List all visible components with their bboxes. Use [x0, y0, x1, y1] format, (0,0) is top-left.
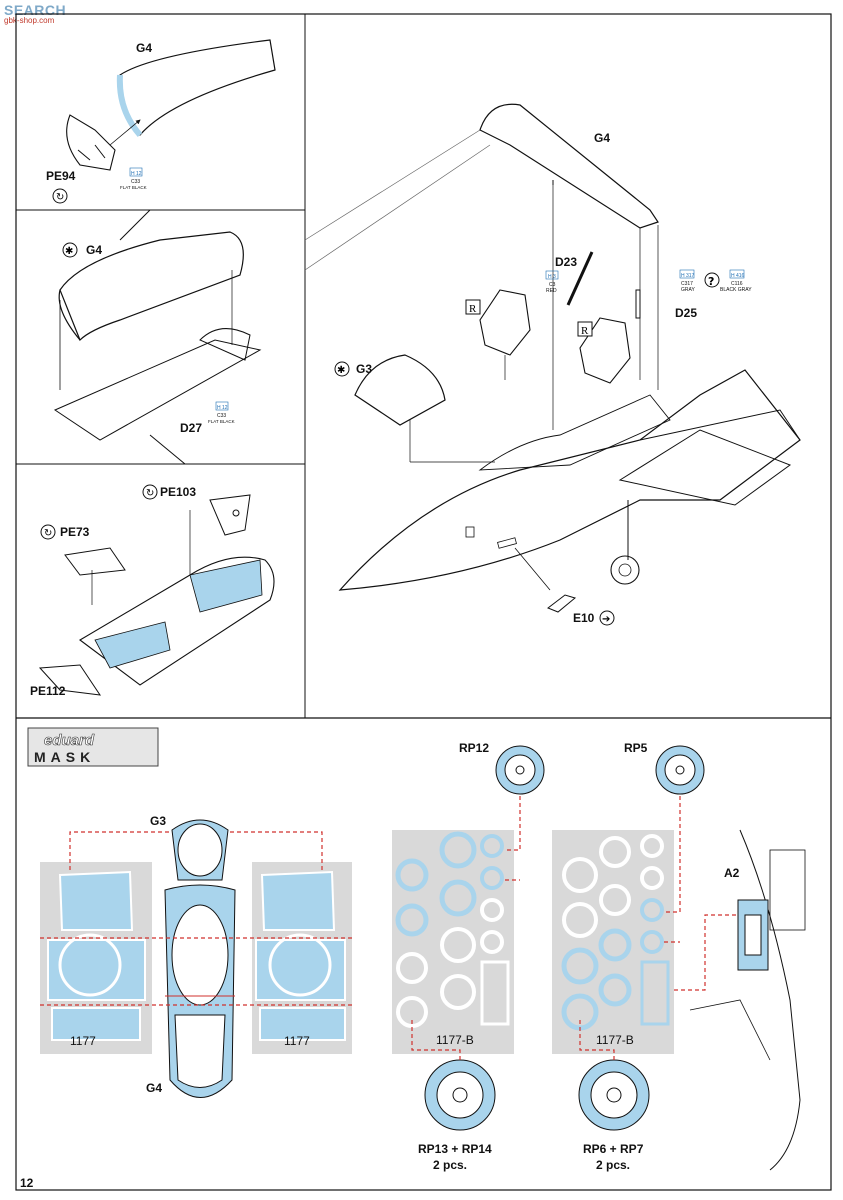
bend-icon-pe103: ↻ [142, 484, 158, 500]
svg-text:✱: ✱ [65, 246, 73, 257]
star-icon: ✱ [62, 242, 78, 258]
svg-text:↻: ↻ [56, 192, 64, 203]
label-pe112: PE112 [30, 684, 66, 698]
svg-text:FLAT BLACK: FLAT BLACK [120, 185, 147, 190]
paint-code-flat-black-1: H 12 C33 FLAT BLACK [120, 167, 147, 190]
mask-sheet-1177b-b: 1177-B [552, 830, 674, 1054]
page-number: 12 [20, 1176, 34, 1190]
zoom-line-1 [304, 129, 481, 241]
svg-text:R: R [469, 303, 477, 315]
svg-text:H 416: H 416 [731, 273, 745, 279]
svg-text:BLACK GRAY: BLACK GRAY [720, 287, 752, 293]
wheel-rp6-7 [578, 1059, 650, 1131]
svg-text:FLAT BLACK: FLAT BLACK [208, 419, 235, 424]
paint-code-red: H 3 C3 RED [545, 270, 559, 294]
label-mask-g3: G3 [150, 814, 166, 828]
flip-icon-e10: ➔ [599, 610, 615, 626]
inset-cockpit-sill [38, 494, 275, 696]
paint-code-flat-black-2: H 12 C33 FLAT BLACK [208, 401, 235, 424]
label-g4-b: G4 [86, 243, 102, 257]
label-g4-main: G4 [594, 131, 610, 145]
svg-text:H 12: H 12 [131, 171, 142, 177]
svg-text:➔: ➔ [602, 614, 610, 625]
windscreen-g3 [354, 354, 495, 463]
part-a2 [689, 829, 806, 1171]
rev-mark-1: R [465, 299, 481, 315]
inset-canopy-rear [66, 39, 276, 171]
svg-text:GRAY: GRAY [681, 287, 695, 293]
star-icon-g3: ✱ [334, 361, 350, 377]
svg-text:R: R [581, 325, 589, 337]
svg-text:✱: ✱ [337, 365, 345, 376]
page-frame [15, 13, 832, 1191]
canopy-top-view [164, 819, 236, 1098]
inset-canopy-open [53, 231, 262, 441]
svg-text:1177-B: 1177-B [596, 1033, 634, 1047]
guide-lines-wheels [411, 796, 740, 1062]
seat-rear [579, 317, 631, 384]
part-d23 [566, 251, 594, 306]
callout-pointer-2 [149, 434, 200, 465]
guide-lines-canopy [40, 831, 352, 1006]
svg-text:H 3: H 3 [548, 274, 556, 280]
svg-text:C317: C317 [681, 281, 693, 287]
svg-text:1177: 1177 [70, 1034, 96, 1048]
label-g4: G4 [136, 41, 152, 55]
svg-text:↻: ↻ [146, 488, 154, 499]
svg-text:H 317: H 317 [681, 273, 695, 279]
svg-text:C116: C116 [731, 281, 743, 287]
wheel-rp13-14 [424, 1059, 496, 1131]
label-d27: D27 [180, 421, 202, 435]
label-d23: D23 [555, 255, 577, 269]
label-rp5: RP5 [624, 741, 648, 755]
mask-sheet-left: 1177 [40, 862, 152, 1054]
label-rp13-pcs: 2 pcs. [433, 1158, 467, 1172]
mask-sheet-1177b-a: 1177-B [392, 830, 514, 1054]
label-rp6-pcs: 2 pcs. [596, 1158, 630, 1172]
label-rp6-rp7: RP6 + RP7 [583, 1142, 644, 1156]
rev-mark-2: R [577, 321, 593, 337]
wheel-rp5 [655, 745, 705, 795]
zoom-line-2 [304, 144, 491, 271]
svg-text:C33: C33 [131, 179, 140, 185]
svg-text:H 12: H 12 [217, 405, 228, 411]
svg-text:MASK: MASK [34, 749, 95, 765]
svg-text:C3: C3 [549, 282, 556, 288]
svg-text:C33: C33 [217, 413, 226, 419]
svg-text:↻: ↻ [44, 528, 52, 539]
eduard-mask-logo: eduard MASK [27, 727, 159, 767]
label-e10: E10 [573, 611, 595, 625]
part-d25 [635, 289, 641, 319]
label-pe94: PE94 [46, 169, 76, 183]
callout-pointer-1 [119, 209, 152, 241]
label-pe103: PE103 [160, 485, 196, 499]
svg-text:1177: 1177 [284, 1034, 310, 1048]
svg-text:?: ? [708, 275, 714, 288]
label-g3-main: G3 [356, 362, 372, 376]
label-d25: D25 [675, 306, 697, 320]
bend-icon: ↻ [52, 188, 68, 204]
svg-text:1177-B: 1177-B [436, 1033, 474, 1047]
seat-front [479, 289, 531, 380]
svg-text:eduard: eduard [44, 732, 95, 749]
fuselage-drawing [338, 369, 801, 613]
label-mask-g4: G4 [146, 1081, 162, 1095]
paint-code-gray: H 317 C317 GRAY [679, 269, 695, 293]
label-rp13-rp14: RP13 + RP14 [418, 1142, 492, 1156]
paint-code-black-gray: H 416 C116 BLACK GRAY [720, 269, 752, 293]
label-rp12: RP12 [459, 741, 489, 755]
mask-sheet-right: 1177 [252, 862, 352, 1054]
label-pe73: PE73 [60, 525, 90, 539]
svg-text:RED: RED [546, 288, 557, 294]
question-icon: ? [704, 272, 720, 288]
bend-icon-pe73: ↻ [40, 524, 56, 540]
label-a2: A2 [724, 866, 740, 880]
wheel-rp12 [495, 745, 545, 795]
